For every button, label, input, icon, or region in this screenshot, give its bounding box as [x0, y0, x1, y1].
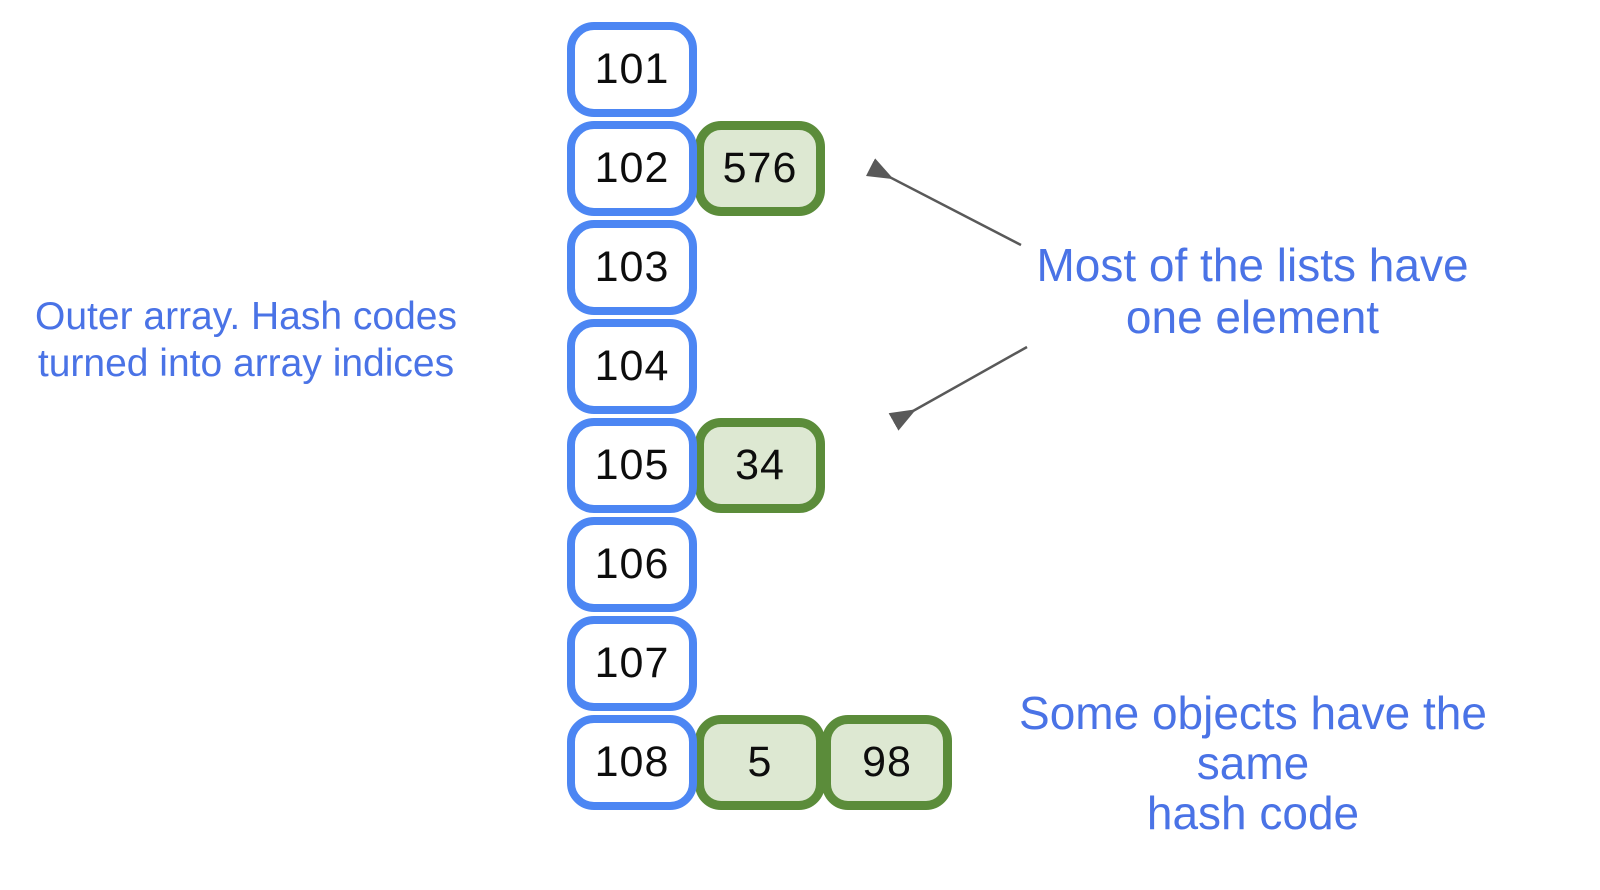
array-row-103: 103: [567, 220, 952, 315]
index-cell-103: 103: [567, 220, 697, 315]
array-row-104: 104: [567, 319, 952, 414]
index-cell-104: 104: [567, 319, 697, 414]
index-cell-107: 107: [567, 616, 697, 711]
index-cell-108: 108: [567, 715, 697, 810]
index-cell-102: 102: [567, 121, 697, 216]
outer-array-annotation-line1: Outer array. Hash codes: [35, 295, 457, 338]
outer-array-column: 101 102 576 103 104 105 34 106 107 108 5…: [567, 22, 952, 810]
bucket-cell-98: 98: [822, 715, 952, 810]
index-cell-106: 106: [567, 517, 697, 612]
bucket-cell-5: 5: [695, 715, 825, 810]
array-row-107: 107: [567, 616, 952, 711]
most-lists-annotation-line1: Most of the lists have: [1036, 239, 1469, 291]
index-cell-105: 105: [567, 418, 697, 513]
most-lists-annotation: Most of the lists have one element: [1030, 239, 1475, 343]
array-row-102: 102 576: [567, 121, 952, 216]
same-hash-annotation-line1: Some objects have the same: [1019, 687, 1487, 789]
same-hash-annotation-line2: hash code: [1146, 787, 1360, 839]
outer-array-annotation: Outer array. Hash codes turned into arra…: [26, 293, 466, 387]
array-row-106: 106: [567, 517, 952, 612]
outer-array-annotation-line2: turned into array indices: [37, 342, 455, 385]
array-row-108: 108 5 98: [567, 715, 952, 810]
array-row-101: 101: [567, 22, 952, 117]
bucket-cell-576: 576: [695, 121, 825, 216]
array-row-105: 105 34: [567, 418, 952, 513]
most-lists-annotation-line2: one element: [1125, 291, 1380, 343]
index-cell-101: 101: [567, 22, 697, 117]
same-hash-annotation: Some objects have the same hash code: [993, 688, 1513, 838]
bucket-cell-34: 34: [695, 418, 825, 513]
